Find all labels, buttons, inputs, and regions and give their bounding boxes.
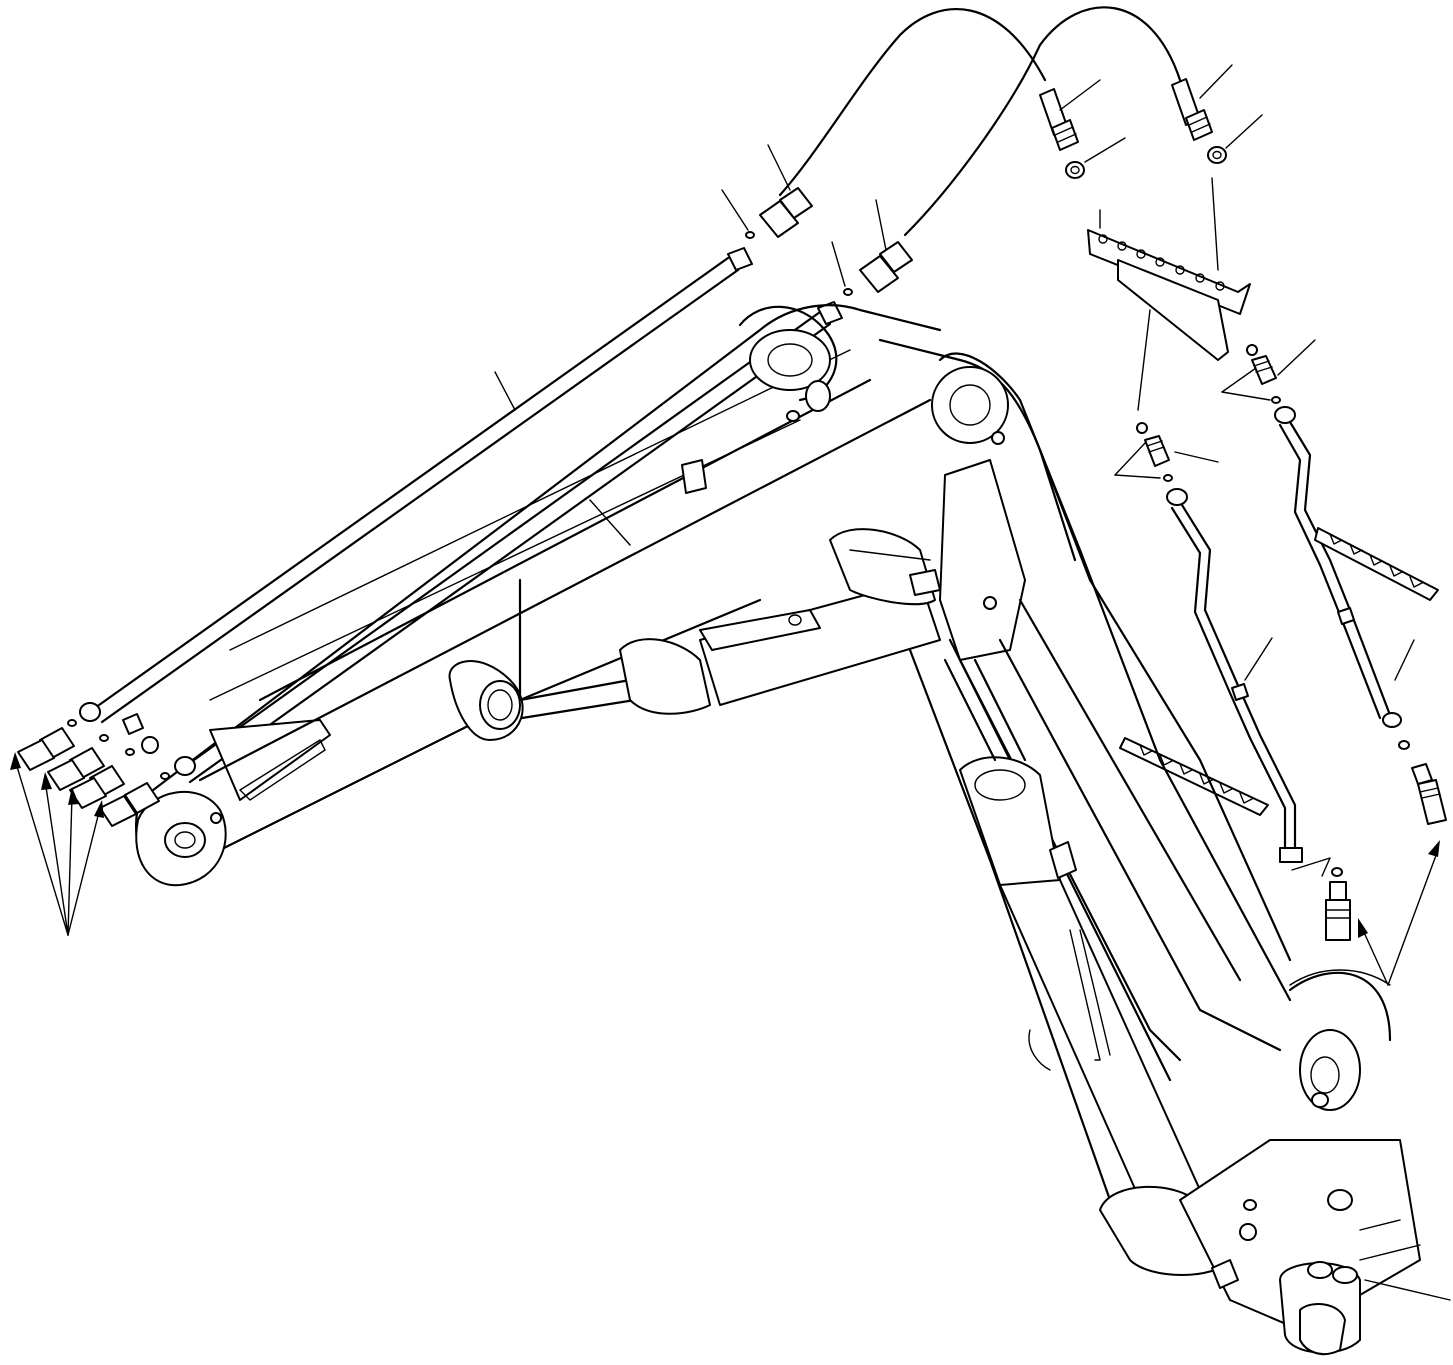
bottom-fittings-right bbox=[1325, 763, 1447, 941]
pipe-clamp-rack-right bbox=[1314, 527, 1439, 601]
arrow-icon bbox=[1358, 918, 1368, 938]
top-fitting-left bbox=[1039, 79, 1126, 229]
arm-structure bbox=[135, 304, 942, 887]
nut-icon bbox=[79, 702, 101, 722]
arrow-icon bbox=[10, 752, 21, 770]
arrow-icon bbox=[1428, 840, 1440, 857]
long-hoses bbox=[90, 247, 843, 784]
arrows-left bbox=[10, 752, 104, 936]
boom-structure bbox=[878, 338, 1392, 1202]
top-fitting-right bbox=[1171, 64, 1263, 271]
o-ring-icon bbox=[67, 719, 77, 727]
boom-base bbox=[1099, 1029, 1451, 1356]
pipe-right-lower bbox=[1166, 488, 1331, 877]
elbow-fitting-lower bbox=[1114, 422, 1219, 482]
elbow-fitting-upper bbox=[1221, 339, 1316, 404]
top-left-hose-fittings bbox=[721, 144, 913, 296]
arrows-right bbox=[1358, 840, 1440, 986]
pipe-clamp-rack-left bbox=[1119, 737, 1269, 816]
arrow-icon bbox=[68, 787, 79, 805]
right-hose-loop bbox=[903, 6, 1182, 237]
arrow-icon bbox=[94, 800, 104, 818]
arrow-icon bbox=[41, 772, 52, 790]
boom-cylinder bbox=[943, 658, 1201, 1216]
hose-loops bbox=[778, 6, 1182, 237]
left-hose-loop bbox=[778, 7, 1047, 197]
clamp-plate bbox=[1087, 229, 1251, 411]
arm-cylinder bbox=[448, 528, 941, 741]
